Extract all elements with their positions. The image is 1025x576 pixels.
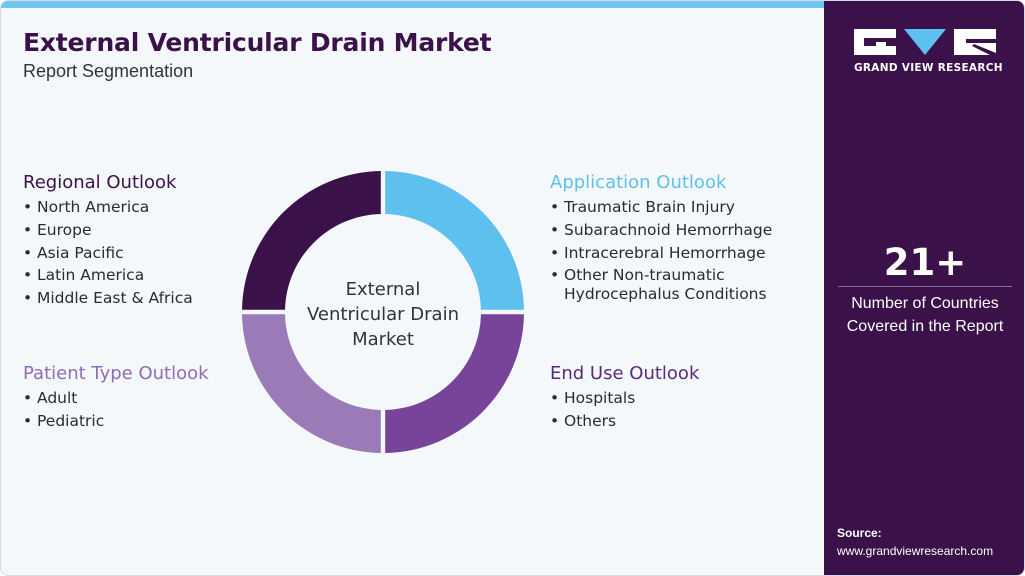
top-accent-strip xyxy=(1,1,824,8)
side-panel: GRAND VIEW RESEARCH 21+ Number of Countr… xyxy=(824,1,1024,575)
list-item: •Middle East & Africa xyxy=(23,289,193,308)
list-item: •Traumatic Brain Injury xyxy=(550,198,735,216)
donut-quadrant-patient-type xyxy=(242,314,381,453)
list-item: •Europe xyxy=(23,220,92,239)
source-url: www.grandviewresearch.com xyxy=(837,544,994,558)
segment-application-outlook: Application Outlook •Traumatic Brain Inj… xyxy=(550,172,772,304)
segment-list: •Adult •Pediatric xyxy=(23,387,209,433)
stat-value: 21+ xyxy=(883,241,967,284)
stat-divider xyxy=(838,286,1012,287)
segment-list: •North America •Europe •Asia Pacific •La… xyxy=(23,196,193,310)
segment-regional-outlook: Regional Outlook •North America •Europe … xyxy=(23,172,193,310)
page-title: External Ventricular Drain Market xyxy=(23,28,492,57)
list-item: •Intracerebral Hemorrhage xyxy=(550,243,766,262)
brand-logo: GRAND VIEW RESEARCH xyxy=(854,29,1003,74)
donut-quadrant-application xyxy=(385,171,524,310)
donut-center-label: External Ventricular Drain Market xyxy=(306,279,459,350)
list-item: •Adult xyxy=(23,389,78,407)
list-item: •Others xyxy=(550,411,617,430)
segment-heading: Regional Outlook xyxy=(23,172,177,193)
list-item: •North America xyxy=(23,198,150,216)
donut-quadrant-regional xyxy=(242,171,381,310)
list-item: •Subarachnoid Hemorrhage xyxy=(550,220,773,239)
stat-label: Number of Countries Covered in the Repor… xyxy=(846,295,1004,335)
main-panel xyxy=(1,8,824,575)
segment-patient-type-outlook: Patient Type Outlook •Adult •Pediatric xyxy=(23,363,209,433)
list-item: •Hospitals xyxy=(550,389,636,407)
segment-heading: End Use Outlook xyxy=(550,363,700,384)
source-label: Source: xyxy=(837,526,882,540)
list-item: •Asia Pacific xyxy=(23,243,124,262)
segment-heading: Application Outlook xyxy=(550,172,727,193)
segmentation-donut xyxy=(242,171,524,453)
segment-end-use-outlook: End Use Outlook •Hospitals •Others xyxy=(550,363,699,433)
list-item: •Latin America xyxy=(23,266,145,285)
segment-heading: Patient Type Outlook xyxy=(23,363,209,384)
list-item-continuation: Hydrocephalus Conditions xyxy=(564,285,767,304)
segment-list: •Hospitals •Others xyxy=(550,387,699,433)
brand-name: GRAND VIEW RESEARCH xyxy=(854,62,1003,74)
list-item: •Pediatric xyxy=(23,411,105,430)
gvr-logo-icon xyxy=(854,29,996,55)
page-subtitle: Report Segmentation xyxy=(23,61,194,81)
segment-list: •Traumatic Brain Injury •Subarachnoid He… xyxy=(550,196,772,304)
donut-quadrant-end-use xyxy=(385,314,524,453)
